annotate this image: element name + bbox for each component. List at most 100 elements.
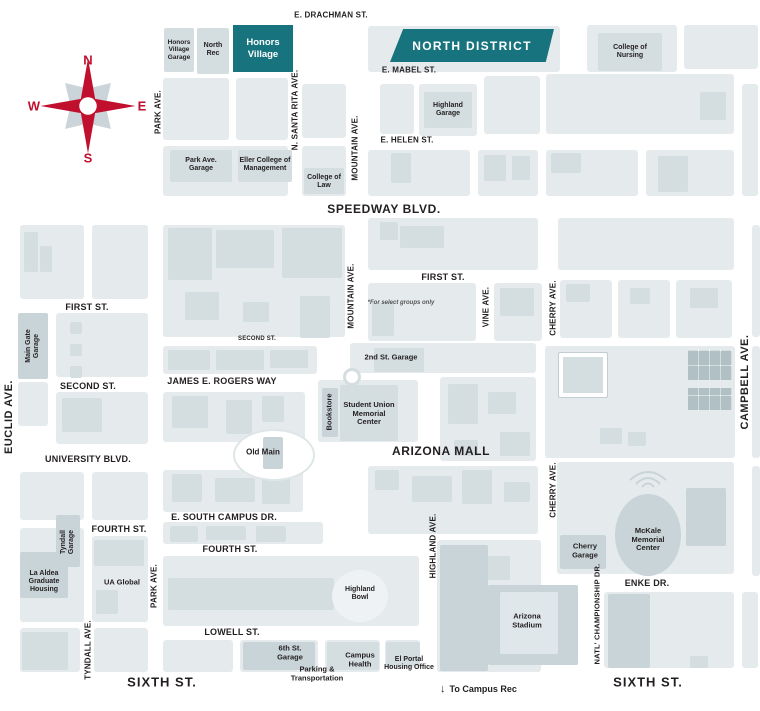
building <box>658 156 688 192</box>
highland-garage-building <box>424 92 472 128</box>
north-rec-building <box>197 28 229 74</box>
compass-s: S <box>83 150 93 166</box>
enke-building <box>608 594 650 668</box>
ua-global-building <box>94 540 144 566</box>
building <box>500 432 530 456</box>
street-santa-rita: N. SANTA RITA AVE. <box>290 69 300 151</box>
building <box>206 526 246 540</box>
cherry-garage-building <box>560 535 606 569</box>
building <box>216 230 274 268</box>
street-south-campus: E. SOUTH CAMPUS DR. <box>171 512 277 522</box>
label-eller: Eller College of Management <box>239 156 291 172</box>
street-fourth-west: FOURTH ST. <box>91 524 147 534</box>
honors-village-garage-building <box>164 28 194 72</box>
label-highland-bowl: Highland Bowl <box>345 585 375 601</box>
building <box>216 350 264 370</box>
building <box>375 470 399 490</box>
label-parking-transportation: Parking & Transportation <box>290 664 344 682</box>
la-aldea-building <box>20 552 68 598</box>
street-arizona-mall: ARIZONA MALL <box>391 444 491 458</box>
building <box>700 92 726 120</box>
street-vine: VINE AVE. <box>481 286 491 328</box>
city-block <box>742 84 758 196</box>
street-drachman: E. DRACHMAN ST. <box>294 10 368 20</box>
street-euclid: EUCLID AVE. <box>3 380 15 454</box>
roundabout <box>343 368 361 386</box>
building <box>226 400 252 434</box>
street-highland: HIGHLAND AVE. <box>428 513 438 579</box>
compass-w: W <box>27 98 41 114</box>
student-union-building <box>340 385 398 441</box>
tennis-courts <box>688 388 732 410</box>
city-block <box>236 78 288 140</box>
building <box>40 246 52 272</box>
el-portal-building <box>386 642 420 666</box>
second-st-garage-building <box>374 348 424 372</box>
city-block <box>380 84 414 134</box>
building <box>454 440 478 456</box>
building <box>600 428 622 444</box>
building <box>185 292 219 320</box>
label-highland-garage: Highland Garage <box>433 101 463 117</box>
building <box>690 288 718 308</box>
building <box>282 228 342 278</box>
street-university: UNIVERSITY BLVD. <box>45 454 131 464</box>
city-block <box>18 382 48 426</box>
building <box>300 296 330 338</box>
to-campus-rec-label: To Campus Rec <box>449 684 517 694</box>
building <box>566 284 590 302</box>
building <box>488 392 516 414</box>
street-first-west: FIRST ST. <box>65 302 109 312</box>
street-first-east: FIRST ST. <box>421 272 465 282</box>
label-el-portal: El Portal Housing Office <box>384 655 434 671</box>
building <box>70 322 82 334</box>
highland-bowl-field <box>332 570 388 622</box>
label-honors-village-garage: Honors Village Garage <box>167 38 191 61</box>
street-second-west: SECOND ST. <box>59 381 117 391</box>
building <box>168 228 212 280</box>
building <box>504 482 530 502</box>
street-lowell: LOWELL ST. <box>204 627 260 637</box>
street-fourth-mid: FOURTH ST. <box>202 544 258 554</box>
building <box>686 488 726 546</box>
building <box>448 384 478 424</box>
city-block <box>302 84 346 138</box>
building <box>412 476 452 502</box>
arizona-stadium-field <box>500 592 558 654</box>
building <box>400 226 444 248</box>
mckale-building <box>615 494 681 576</box>
building <box>168 350 210 370</box>
sixth-st-garage-building <box>243 642 315 670</box>
city-block <box>484 76 540 134</box>
college-of-law-building <box>304 168 344 194</box>
building <box>630 288 650 304</box>
street-sixth-east: SIXTH ST. <box>613 674 683 690</box>
building <box>551 153 581 173</box>
building <box>262 396 284 422</box>
label-mckale: McKale Memorial Center <box>631 526 665 553</box>
building <box>70 344 82 356</box>
building <box>380 222 398 240</box>
label-old-main: Old Main <box>246 447 280 457</box>
city-block <box>752 225 760 337</box>
city-block <box>752 346 760 458</box>
building <box>22 632 68 670</box>
building <box>484 155 506 181</box>
label-main-gate-garage: Main Gate Garage <box>24 329 40 363</box>
down-arrow-icon: ↓ <box>440 683 446 695</box>
north-district-banner: NORTH DISTRICT <box>390 29 554 62</box>
eller-college-building <box>238 150 292 182</box>
street-tyndall: TYNDALL AVE. <box>83 620 93 680</box>
street-mabel: E. MABEL ST. <box>381 65 437 75</box>
street-park-north: PARK AVE. <box>153 90 163 134</box>
compass-e: E <box>137 98 147 114</box>
honors-village-label: Honors Village <box>246 37 280 60</box>
practice-field <box>558 352 608 398</box>
compass-rose-icon <box>40 58 136 154</box>
city-block <box>92 472 148 520</box>
label-college-of-nursing: College of Nursing <box>613 43 647 59</box>
label-sixth-st-garage: 6th St. Garage <box>277 643 303 661</box>
city-block <box>94 628 148 672</box>
building <box>172 474 202 502</box>
building <box>391 153 411 183</box>
